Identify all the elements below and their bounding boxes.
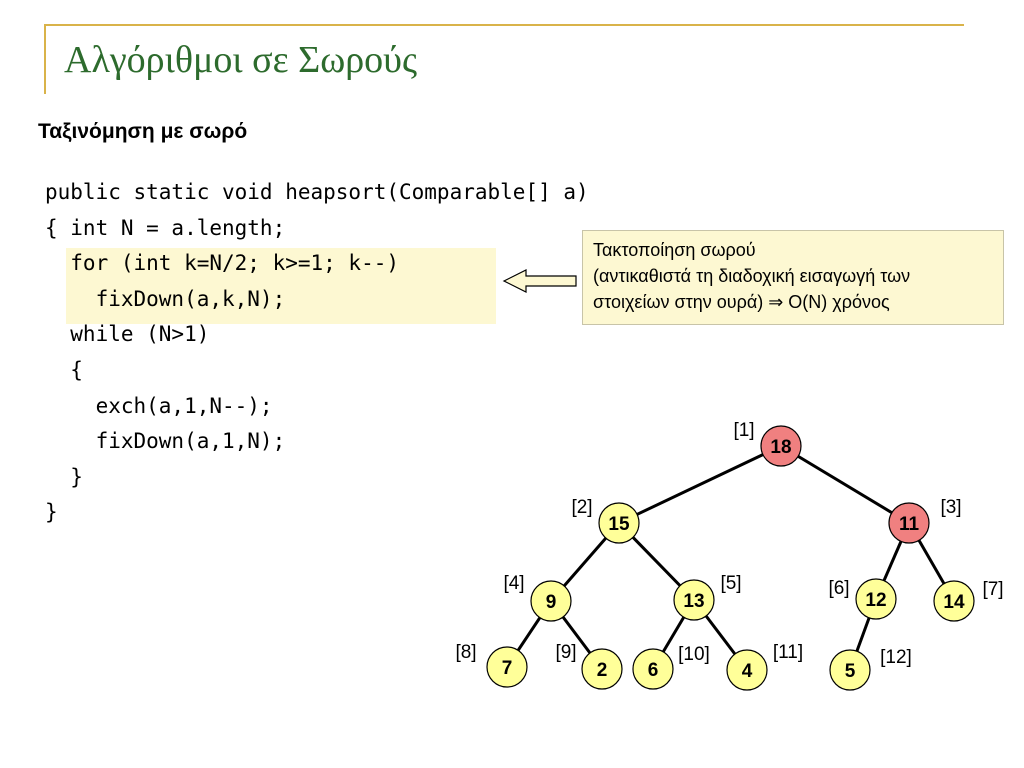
tree-node-index: [4] — [503, 573, 524, 594]
tree-node-index: [7] — [982, 579, 1003, 600]
tree-node-index: [10] — [678, 644, 710, 665]
tree-node — [829, 649, 871, 691]
tree-node-value: 13 — [683, 591, 704, 612]
tree-node — [598, 502, 640, 544]
code-line: { int N = a.length; — [45, 215, 286, 240]
tree-node — [673, 579, 715, 621]
tree-edge — [618, 444, 782, 525]
tree-node — [486, 646, 528, 688]
tree-node-value: 5 — [845, 661, 856, 682]
tree-node-index: [11] — [773, 642, 803, 663]
tree-node — [726, 649, 768, 691]
left-arrow-icon — [502, 269, 577, 293]
tree-node — [888, 502, 930, 544]
tree-edge — [780, 444, 910, 525]
title-rule-top — [44, 24, 964, 26]
tree-node-index: [2] — [571, 497, 592, 518]
slide-title: Αλγόριθμοι σε Σωρούς — [64, 39, 418, 81]
callout-line-3: στοιχείων στην ουρά) ⇒ O(N) χρόνος — [593, 292, 890, 312]
code-line: for (int k=N/2; k>=1; k--) — [45, 251, 400, 276]
tree-node-value: 2 — [597, 660, 608, 681]
title-rule-left — [44, 24, 46, 94]
code-line: fixDown(a,1,N); — [45, 429, 286, 454]
tree-node-value: 15 — [608, 514, 630, 535]
tree-node — [933, 580, 975, 622]
callout-line-1: Τακτοποίηση σωρού — [593, 240, 756, 260]
code-block: public static void heapsort(Comparable[]… — [45, 175, 589, 531]
slide-subtitle: Ταξινόμηση με σωρό — [38, 120, 248, 143]
tree-node-value: 14 — [943, 592, 965, 613]
tree-node — [760, 425, 802, 467]
tree-node — [581, 648, 623, 690]
tree-node-value: 7 — [502, 658, 513, 679]
tree-node-index: [8] — [455, 642, 476, 663]
code-line: public static void heapsort(Comparable[]… — [45, 180, 589, 204]
tree-node-value: 6 — [648, 660, 659, 681]
callout-note: Τακτοποίηση σωρού (αντικαθιστά τη διαδοχ… — [582, 230, 1004, 325]
tree-node-value: 11 — [899, 514, 920, 535]
code-line: while (N>1) — [45, 322, 210, 347]
code-line: exch(a,1,N--); — [45, 393, 273, 418]
tree-node — [530, 580, 572, 622]
code-line: fixDown(a,k,N); — [45, 286, 286, 311]
tree-node-value: 9 — [546, 592, 557, 613]
tree-node-index: [3] — [940, 497, 961, 518]
code-line: } — [45, 464, 83, 489]
tree-node — [632, 648, 674, 690]
tree-node-index: [5] — [720, 573, 741, 594]
tree-node-index: [6] — [828, 578, 849, 599]
tree-node-index: [1] — [733, 420, 754, 441]
tree-node-value: 4 — [742, 661, 753, 682]
tree-node-value: 12 — [865, 590, 886, 611]
code-line: } — [45, 500, 58, 525]
code-highlight — [66, 248, 496, 324]
callout-line-2: (αντικαθιστά τη διαδοχική εισαγωγή των — [593, 266, 911, 286]
tree-node-index: [12] — [880, 647, 912, 668]
tree-node — [855, 578, 897, 620]
code-line: { — [45, 357, 83, 382]
tree-node-index: [9] — [555, 642, 576, 663]
tree-node-value: 18 — [770, 437, 791, 458]
